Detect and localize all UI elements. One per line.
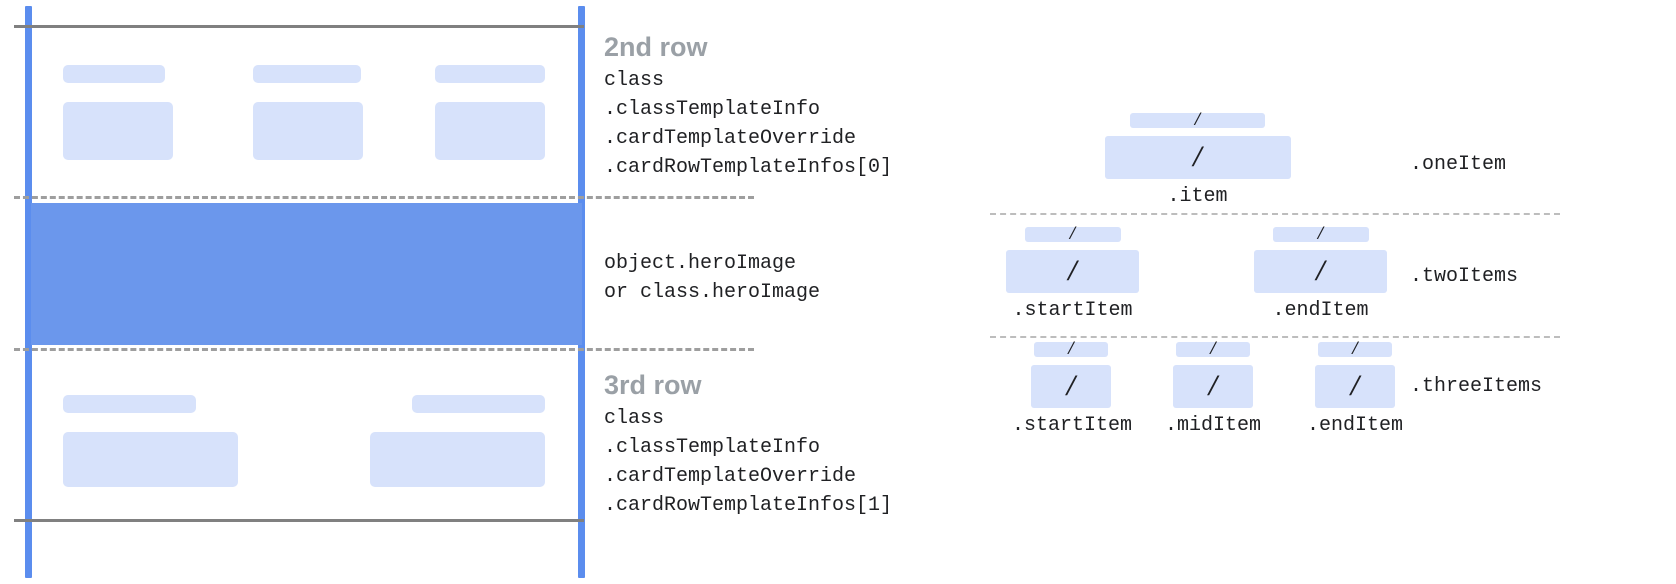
- hero-image-code: object.heroImage or class.heroImage: [604, 252, 821, 304]
- card-left-edge-guide: [25, 6, 32, 578]
- variant-one-item: / / .item: [1100, 109, 1295, 208]
- row3-col2-box: [370, 432, 545, 487]
- item-skeleton-mid-item: / / .midItem: [1154, 338, 1272, 437]
- variant-label-two-items: .twoItems: [1410, 265, 1519, 288]
- item-caption: .startItem: [1012, 299, 1133, 322]
- row-separator-below-hero: [14, 348, 754, 351]
- item-caption: .startItem: [1012, 414, 1133, 437]
- row2-col3-box: [435, 102, 545, 160]
- row-separator-above-hero: [14, 196, 754, 199]
- row2-col2-bar: [253, 65, 361, 83]
- callout-hero-image: object.heroImage or class.heroImage: [604, 249, 820, 307]
- callout-second-row: 2nd row class .classTemplateInfo .cardTe…: [604, 30, 892, 182]
- variant-three-items-mid: / / .midItem: [1154, 338, 1272, 437]
- slash-glyph: /: [1068, 253, 1077, 287]
- slash-glyph: /: [1352, 338, 1358, 359]
- row2-col2-box: [253, 102, 363, 160]
- card-template-rows-diagram: [14, 6, 754, 578]
- item-layout-variants-diagram: / / .item .oneItem / / .startItem /: [960, 0, 1676, 584]
- slash-glyph: /: [1068, 338, 1074, 359]
- variant-two-items-start: / / .startItem: [1000, 223, 1145, 322]
- item-caption: .endItem: [1306, 414, 1403, 437]
- slash-glyph: /: [1210, 338, 1216, 359]
- variant-label-one-item: .oneItem: [1410, 153, 1507, 176]
- slash-glyph: /: [1317, 223, 1324, 244]
- variant-two-items-end: / / .endItem: [1248, 223, 1393, 322]
- item-caption: .item: [1167, 185, 1228, 208]
- row3-col1-box: [63, 432, 238, 487]
- item-caption: .midItem: [1164, 414, 1261, 437]
- item-skeleton-start-item: / / .startItem: [1000, 223, 1145, 322]
- card-bottom-boundary-rule: [14, 519, 584, 522]
- item-skeleton-item: / / .item: [1100, 109, 1295, 208]
- slash-glyph: /: [1316, 253, 1325, 287]
- slash-glyph: /: [1069, 223, 1076, 244]
- variant-three-items-start: / / .startItem: [1012, 338, 1133, 437]
- card-top-boundary-rule: [14, 25, 584, 28]
- third-row-title: 3rd row: [604, 370, 702, 400]
- second-row-title: 2nd row: [604, 32, 708, 62]
- slash-glyph: /: [1208, 368, 1218, 402]
- third-row-code: class .classTemplateInfo .cardTemplateOv…: [604, 407, 893, 517]
- slash-glyph: /: [1193, 139, 1202, 173]
- item-skeleton-end-item: / / .endItem: [1296, 338, 1414, 437]
- item-skeleton-end-item: / / .endItem: [1248, 223, 1393, 322]
- item-skeleton-start-item: / / .startItem: [1012, 338, 1133, 437]
- variant-separator-one-two: [990, 213, 1560, 215]
- row2-col1-bar: [63, 65, 165, 83]
- variant-three-items-end: / / .endItem: [1296, 338, 1414, 437]
- callout-third-row: 3rd row class .classTemplateInfo .cardTe…: [604, 368, 892, 520]
- row3-col2-bar: [412, 395, 545, 413]
- row2-col1-box: [63, 102, 173, 160]
- slash-glyph: /: [1066, 368, 1076, 402]
- item-caption: .endItem: [1272, 299, 1369, 322]
- row2-col3-bar: [435, 65, 545, 83]
- slash-glyph: /: [1194, 109, 1201, 130]
- variant-label-three-items: .threeItems: [1410, 375, 1543, 398]
- slash-glyph: /: [1350, 368, 1360, 402]
- second-row-code: class .classTemplateInfo .cardTemplateOv…: [604, 69, 893, 179]
- row3-col1-bar: [63, 395, 196, 413]
- hero-image-band: [31, 203, 582, 345]
- variant-separator-two-three: [990, 336, 1560, 338]
